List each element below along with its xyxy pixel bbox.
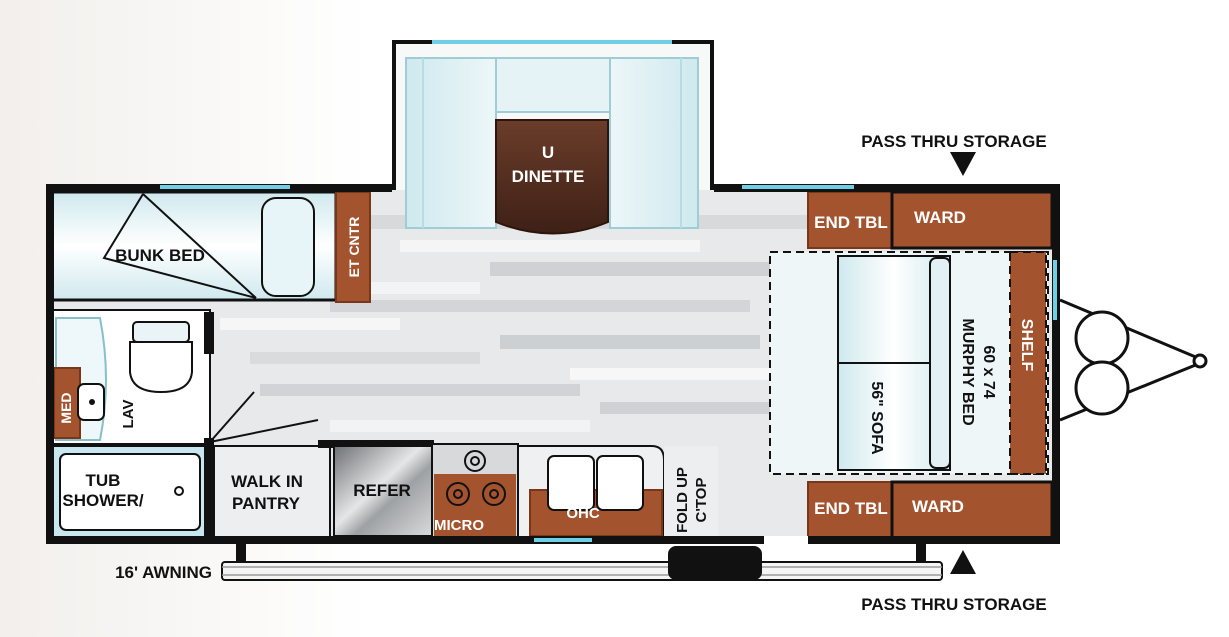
dinette-label-2: DINETTE — [512, 167, 585, 186]
micro-label: MICRO — [434, 517, 484, 534]
foldup-label-2: C'TOP — [693, 478, 710, 523]
range-micro — [431, 443, 519, 539]
fold-up-countertop — [664, 446, 718, 538]
pass-thru-bottom-label: PASS THRU STORAGE — [861, 595, 1046, 614]
propane-tank-icon — [1074, 310, 1130, 366]
window-kitchen — [534, 538, 592, 542]
tub-label-2: SHOWER/ — [62, 491, 144, 510]
hitch — [1059, 298, 1208, 422]
entry-step — [668, 546, 762, 580]
ward-top — [890, 190, 1054, 250]
kitchen-sink-icon — [547, 455, 595, 511]
bunk-pillow — [261, 197, 315, 297]
awning — [221, 544, 943, 581]
shelf — [1009, 251, 1047, 475]
refer-label: REFER — [353, 481, 411, 500]
propane-tank-icon — [1074, 360, 1130, 416]
med-label: MED — [58, 392, 74, 423]
pantry-label-2: PANTRY — [232, 494, 301, 513]
end-tbl-bottom — [807, 481, 893, 539]
dinette-table — [495, 119, 609, 235]
foldup-label-1: FOLD UP — [674, 467, 691, 533]
murphy-bed-label-2: MURPHY BED — [959, 318, 976, 425]
refer — [333, 445, 433, 537]
ohc-label: OHC — [566, 505, 600, 522]
end-tbl-top-label: END TBL — [814, 213, 888, 232]
tub-shower — [51, 445, 209, 539]
window-dinette — [432, 40, 672, 44]
shelf-label: SHELF — [1018, 319, 1035, 372]
dinette-label-1: U — [542, 143, 554, 162]
sofa — [837, 255, 951, 471]
bunk-bed-label: BUNK BED — [115, 246, 205, 265]
window-front — [1053, 260, 1057, 320]
bathroom — [51, 309, 214, 445]
kitchen-counter — [517, 445, 665, 539]
pass-thru-arrow-up-icon — [950, 550, 976, 574]
toilet-icon — [129, 321, 193, 394]
hitch-ball-icon — [1192, 353, 1208, 369]
pantry-label-1: WALK IN — [231, 472, 303, 491]
sofa-label: 56" SOFA — [868, 381, 885, 455]
dinette-slideout — [392, 40, 714, 235]
pass-thru-top-label: PASS THRU STORAGE — [861, 132, 1046, 151]
et-cntr-label: ET CNTR — [346, 217, 362, 278]
bunk-bed — [50, 190, 338, 302]
end-tables-and-wardrobes — [807, 190, 1054, 540]
end-tbl-top — [807, 191, 893, 249]
end-tbl-bottom-label: END TBL — [814, 499, 888, 518]
entry-door — [764, 536, 808, 544]
pass-thru-arrow-down-icon — [950, 152, 976, 176]
murphy-bed-label-1: 60 x 74 — [980, 345, 997, 398]
drain-icon — [174, 486, 184, 496]
burner-icon — [446, 450, 506, 506]
ward-bottom-label: WARD — [912, 497, 964, 516]
lav-label: LAV — [120, 400, 137, 429]
walk-in-pantry — [213, 445, 331, 539]
awning-label: 16' AWNING — [115, 563, 212, 582]
window-front-top — [742, 185, 854, 189]
tub-label-1: TUB — [86, 471, 121, 490]
window-bunk — [160, 185, 290, 189]
ward-top-label: WARD — [914, 208, 966, 227]
